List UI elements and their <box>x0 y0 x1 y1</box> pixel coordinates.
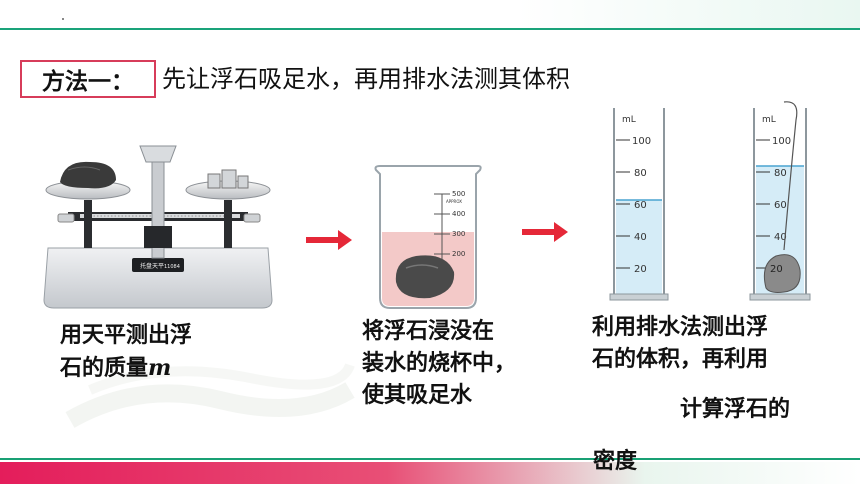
step3-caption-line3: 计算浮石的 <box>680 397 791 422</box>
step2-caption-line1: 将浮石浸没在 <box>362 319 495 344</box>
arrow-right-icon <box>522 222 568 242</box>
beaker-tick-400: 400 <box>452 210 465 218</box>
method-label: 方法一： <box>42 69 134 95</box>
top-bar <box>0 0 860 30</box>
step3-caption-line4: 密度 <box>593 449 638 474</box>
beaker-image: 500 APPROX 400 300 200 <box>374 165 482 309</box>
cylinder-tick-80: 80 <box>634 168 647 179</box>
method-description: 先让浮石吸足水，再用排水法测其体积 <box>162 65 570 93</box>
cylinder-tick-80: 80 <box>774 168 787 179</box>
cylinder-unit: mL <box>762 115 776 125</box>
bottom-bar <box>0 462 860 484</box>
step1-caption-line2: 石的质量m <box>60 352 192 385</box>
step1-caption-line1: 用天平测出浮 <box>60 323 193 348</box>
step3-caption-line2: 石的体积，再利用 <box>592 347 769 372</box>
beaker-approx-note: APPROX <box>446 199 462 204</box>
mass-variable: m <box>148 355 172 381</box>
step2-caption: 将浮石浸没在 装水的烧杯中， 使其吸足水 <box>362 316 516 412</box>
cylinder-tick-60: 60 <box>634 200 647 211</box>
step2-caption-line3: 使其吸足水 <box>362 383 473 408</box>
beaker-tick-500: 500 <box>452 190 465 198</box>
step3-caption: 利用排水法测出浮 石的体积，再利用 <box>592 312 768 376</box>
cylinder-tick-60: 60 <box>774 200 787 211</box>
balance-scale-image: 托盘天平 11084 <box>43 145 273 309</box>
cylinder-tick-100: 100 <box>772 136 791 147</box>
measuring-cylinder-image: mL 100 80 60 40 20 <box>609 108 669 301</box>
cylinder-tick-40: 40 <box>634 232 647 243</box>
balance-model-label: 11084 <box>164 264 180 270</box>
step1-caption-text: 石的质量 <box>60 356 149 381</box>
step1-caption: 用天平测出浮 石的质量m <box>60 320 192 385</box>
cylinder-tick-20: 20 <box>770 264 783 275</box>
cylinder-tick-100: 100 <box>632 136 651 147</box>
bottom-rule <box>0 458 860 460</box>
method-label-box: 方法一： <box>20 60 156 98</box>
beaker-tick-300: 300 <box>452 230 465 238</box>
balance-brand-label: 托盘天平 <box>140 262 164 270</box>
top-dot <box>62 18 64 20</box>
arrow-right-icon <box>306 230 352 250</box>
cylinder-tick-40: 40 <box>774 232 787 243</box>
step2-caption-line2: 装水的烧杯中， <box>362 351 517 376</box>
step3-caption-line1: 利用排水法测出浮 <box>592 315 769 340</box>
measuring-cylinder-with-stone-image: mL 100 80 60 40 20 <box>749 101 811 301</box>
cylinder-unit: mL <box>622 115 636 125</box>
beaker-tick-200: 200 <box>452 250 465 258</box>
background-decoration <box>65 362 355 428</box>
cylinder-tick-20: 20 <box>634 264 647 275</box>
